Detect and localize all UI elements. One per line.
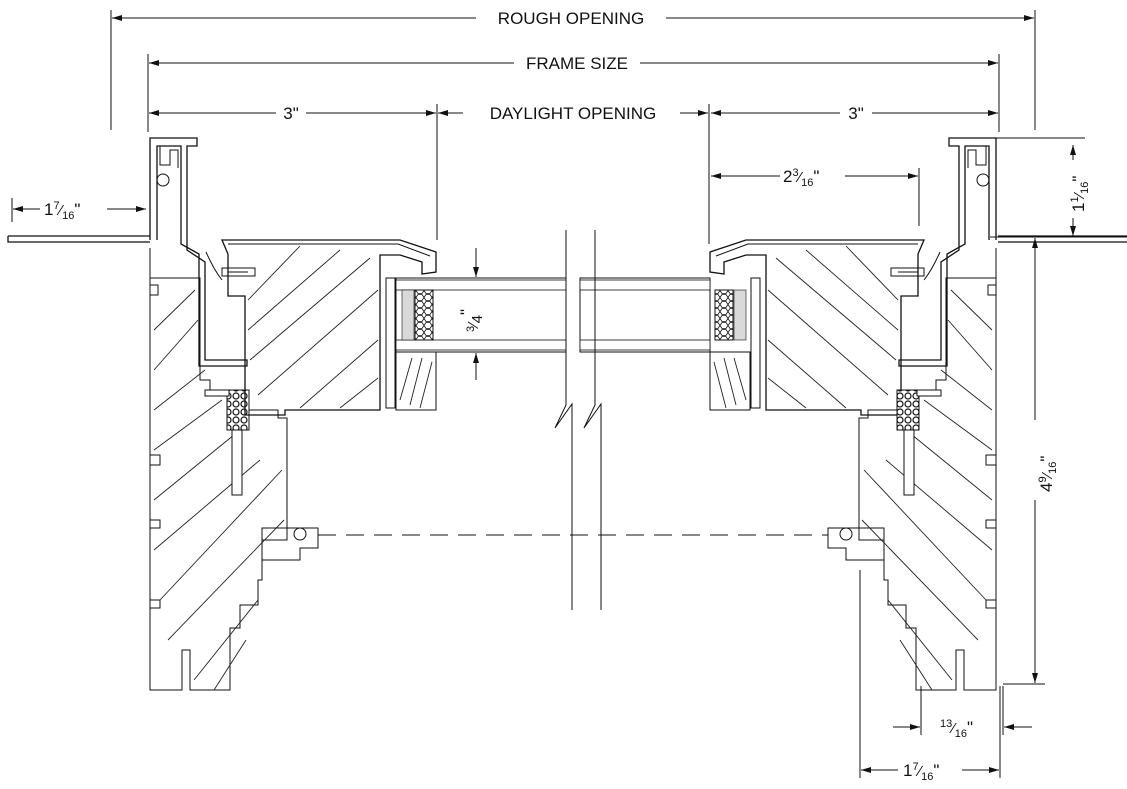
frame-size-label: FRAME SIZE <box>526 54 628 73</box>
glass-3-4-dimension: 3⁄4" <box>457 248 492 380</box>
left-jamb <box>149 137 288 691</box>
left-cladding <box>149 137 248 367</box>
right-sash <box>709 239 941 561</box>
bottom-13-16-label: 13⁄16" <box>940 718 973 740</box>
right-jamb <box>858 137 997 691</box>
left-foam-gasket <box>226 389 250 431</box>
daylight-opening-dimension: DAYLIGHT OPENING <box>438 104 710 244</box>
daylight-opening-label: DAYLIGHT OPENING <box>490 104 657 123</box>
right-4-9-16-dimension: 49⁄16" <box>1003 238 1059 685</box>
left-3in-label: 3" <box>283 104 299 123</box>
glass-3-4-label: 3⁄4" <box>457 309 486 332</box>
rough-opening-label: ROUGH OPENING <box>498 9 644 28</box>
left-1-7-16-label: 17⁄16" <box>44 200 80 222</box>
bottom-1-7-16-dimension: 17⁄16" <box>859 570 1001 783</box>
right-1-1-16-label: 11⁄16" <box>1069 176 1091 212</box>
break-lines <box>318 230 828 610</box>
right-foam-gasket <box>896 389 920 431</box>
left-sash <box>205 239 437 561</box>
left-3in-dimension: 3" <box>149 104 438 240</box>
right-4-9-16-label: 49⁄16" <box>1037 456 1059 492</box>
glass-right-spacer <box>714 289 734 341</box>
right-3in-dimension: 3" <box>711 104 998 123</box>
right-1-1-16-dimension: 11⁄16" <box>990 137 1127 238</box>
left-1-7-16-dimension: 17⁄16" <box>11 198 146 222</box>
right-3in-label: 3" <box>848 104 864 123</box>
rough-opening-dimension: ROUGH OPENING <box>110 9 1036 130</box>
glass-left-spacer <box>414 289 434 341</box>
bottom-1-7-16-label: 17⁄16" <box>903 761 939 783</box>
right-cladding <box>898 137 997 367</box>
insulated-glass <box>395 277 747 353</box>
frame-size-dimension: FRAME SIZE <box>147 54 1000 132</box>
right-2-3-16-dimension: 23⁄16" <box>711 167 920 226</box>
bottom-13-16-dimension: 13⁄16" <box>893 686 1032 740</box>
right-2-3-16-label: 23⁄16" <box>783 167 819 189</box>
wall-lines <box>7 235 1127 243</box>
